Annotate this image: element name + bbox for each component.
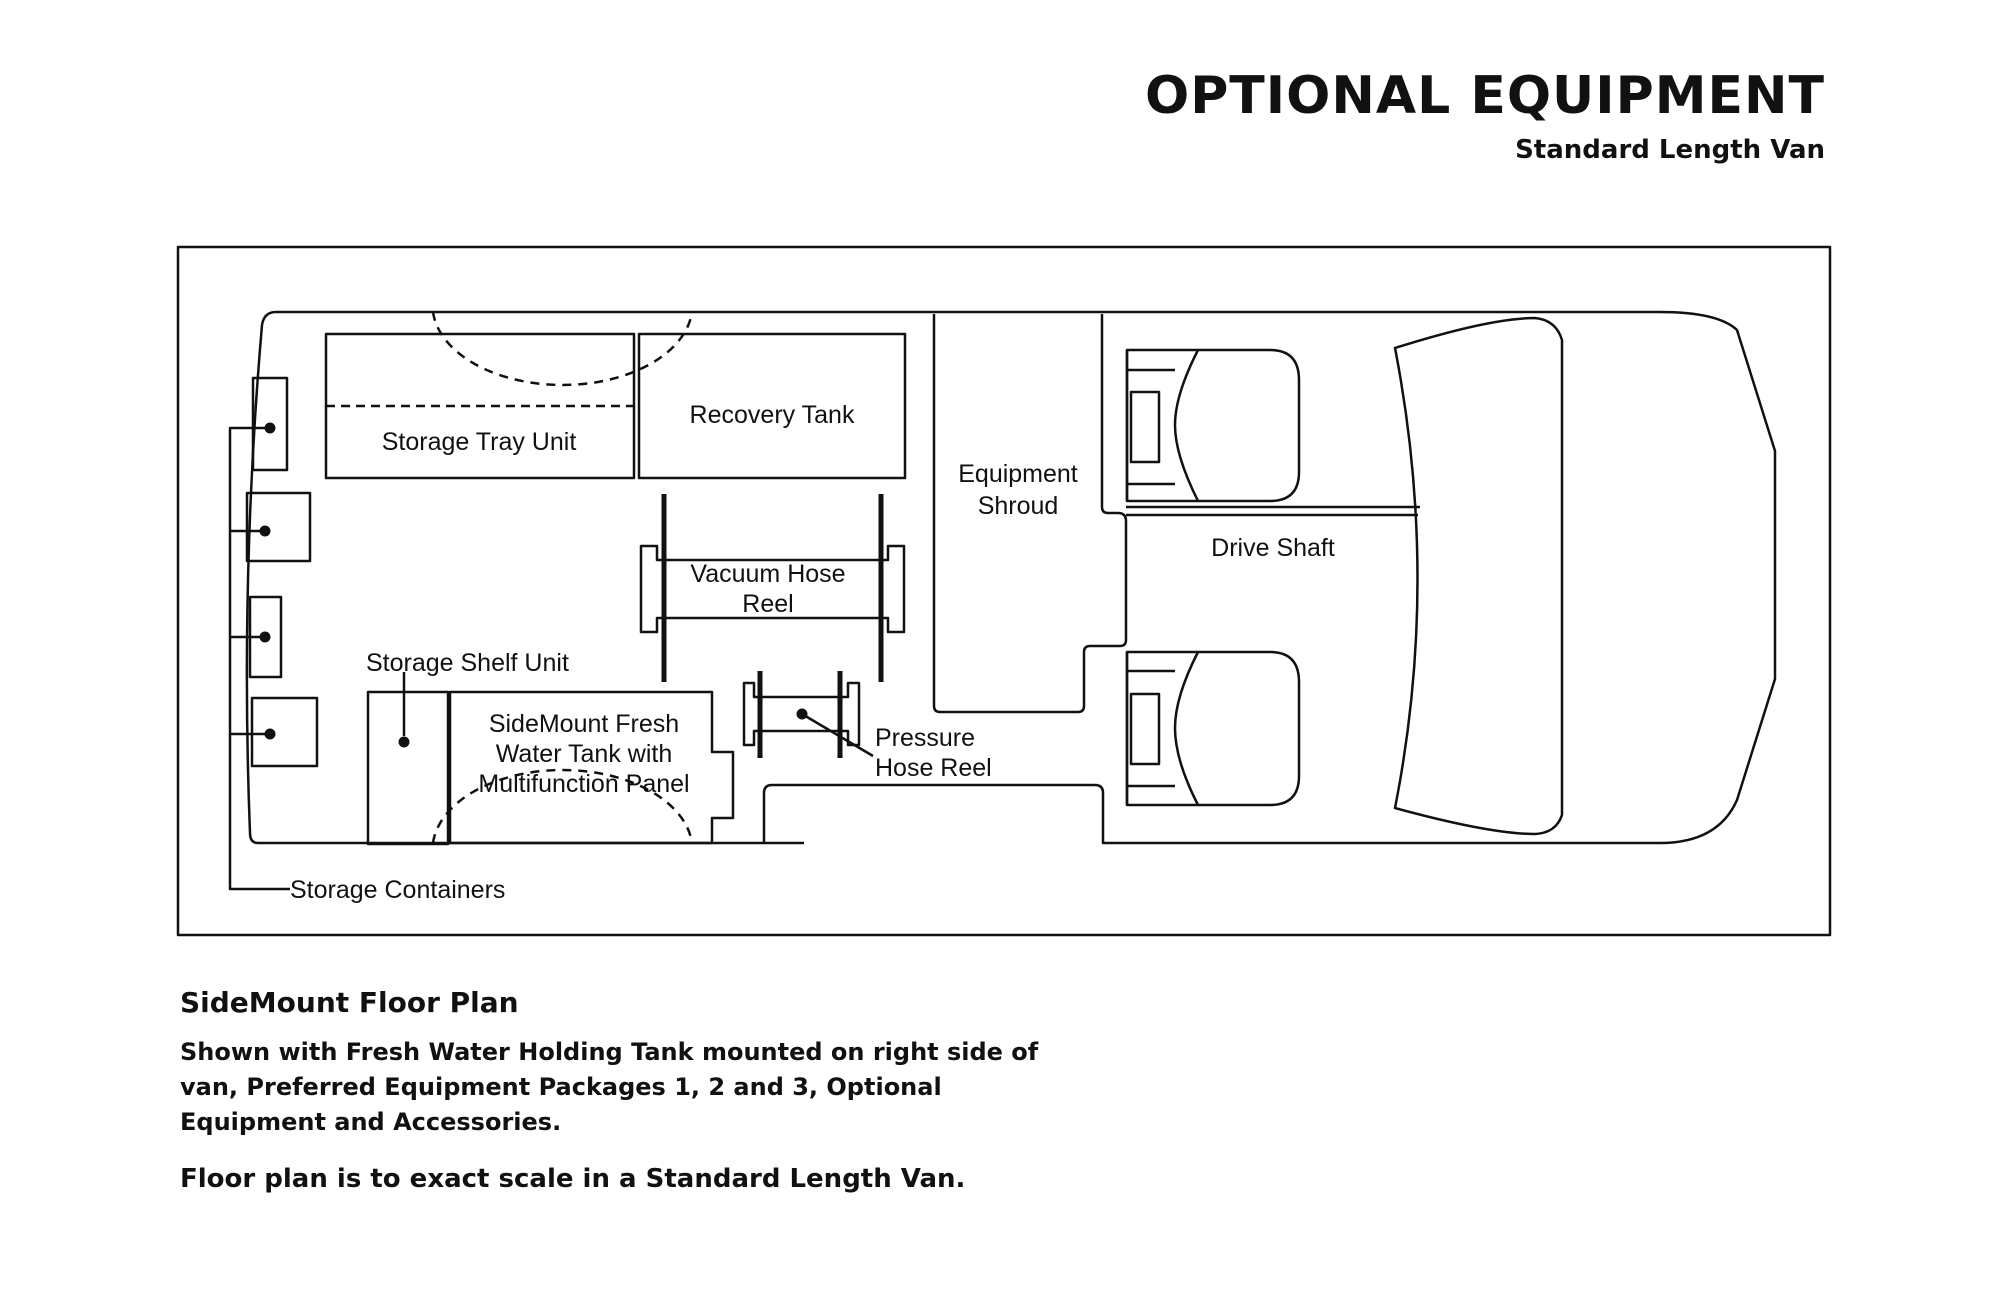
equipment-shroud — [932, 314, 1128, 714]
dashboard — [1393, 316, 1564, 836]
caption-heading: SideMount Floor Plan — [180, 986, 519, 1019]
label-drive-shaft: Drive Shaft — [1211, 534, 1335, 562]
container-dot-3 — [259, 631, 271, 643]
storage-container-1 — [251, 376, 289, 472]
label-storage-tray-unit: Storage Tray Unit — [382, 428, 577, 456]
container-dot-2 — [259, 525, 271, 537]
label-storage-containers: Storage Containers — [290, 876, 505, 904]
rear-door-swing-top — [431, 311, 694, 387]
shelf-dot — [398, 736, 410, 748]
storage-containers-leader — [228, 426, 290, 891]
label-recovery-tank: Recovery Tank — [690, 401, 855, 429]
pressure-hose-leader — [801, 712, 874, 758]
label-fresh-water-tank-1: SideMount Fresh — [489, 710, 679, 738]
recovery-tank — [637, 332, 907, 480]
drive-shaft — [1126, 505, 1420, 517]
label-storage-shelf-unit: Storage Shelf Unit — [366, 649, 569, 677]
page-title: OPTIONAL EQUIPMENT — [1144, 66, 1825, 126]
passenger-seat — [1125, 650, 1301, 807]
vacuum-hose-reel — [639, 494, 906, 682]
caption-body: Shown with Fresh Water Holding Tank moun… — [180, 1038, 1039, 1136]
label-fresh-water-tank-3: Multifunction Panel — [478, 770, 689, 798]
page-subtitle: Standard Length Van — [1515, 135, 1825, 165]
label-pressure-hose-reel-1: Pressure — [875, 724, 975, 752]
storage-container-4 — [250, 696, 319, 768]
caption-block: SideMount Floor Plan Shown with Fresh Wa… — [180, 986, 1080, 1194]
pressure-reel-dot — [796, 708, 808, 720]
storage-container-2 — [245, 491, 312, 563]
storage-shelf-unit — [366, 690, 450, 846]
pressure-hose-reel — [742, 671, 874, 758]
caption-note: Floor plan is to exact scale in a Standa… — [180, 1164, 966, 1194]
van-rear-outline — [245, 310, 935, 845]
label-vacuum-hose-reel-1: Vacuum Hose — [690, 560, 845, 588]
fresh-water-tank — [448, 690, 735, 845]
floor-plan-diagram: Storage Tray Unit Recovery Tank Equipmen… — [176, 245, 1832, 937]
van-body-outline — [762, 310, 1777, 845]
label-pressure-hose-reel-2: Hose Reel — [875, 754, 992, 782]
label-fresh-water-tank-2: Water Tank with — [496, 740, 672, 768]
label-vacuum-hose-reel-2: Reel — [742, 590, 793, 618]
diagram-frame — [176, 245, 1832, 937]
driver-seat — [1125, 348, 1301, 503]
container-dot-4 — [264, 728, 276, 740]
label-equipment-shroud-2: Shroud — [978, 492, 1059, 520]
label-equipment-shroud-1: Equipment — [958, 460, 1078, 488]
container-dot-1 — [264, 422, 276, 434]
